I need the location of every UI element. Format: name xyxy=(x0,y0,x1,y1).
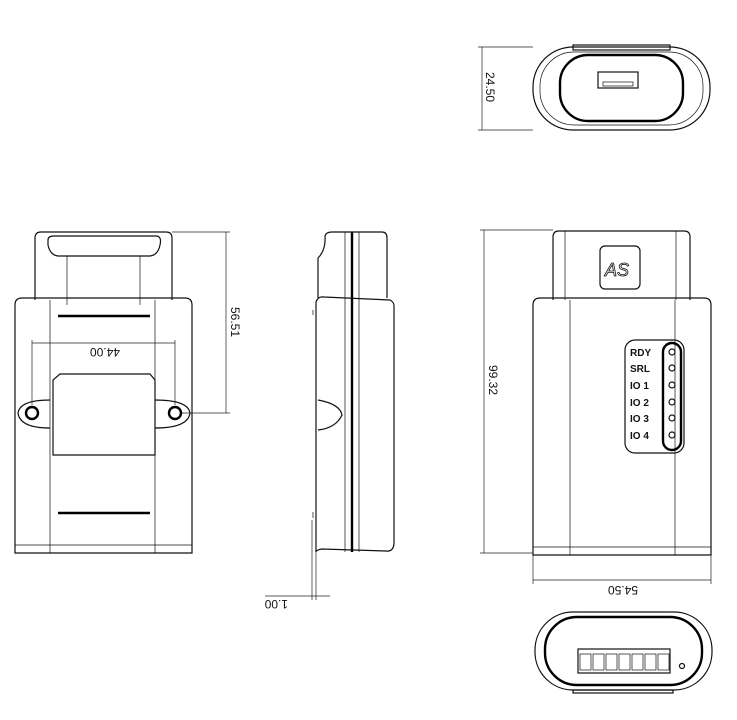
dimension-1-00: 1.00 xyxy=(264,597,288,611)
led-label-rdy: RDY xyxy=(630,348,651,359)
led-srl xyxy=(668,364,676,372)
reset-hole xyxy=(678,662,686,670)
led-io3 xyxy=(668,414,676,422)
bottom-view xyxy=(534,611,713,694)
mount-hole-left xyxy=(24,405,40,421)
led-label-io1: IO 1 xyxy=(630,381,649,392)
dimension-24-50: 24.50 xyxy=(483,72,497,102)
front-view: AS RDY SRL IO 1 IO 2 IO 3 IO 4 99.32 xyxy=(480,229,712,597)
led-io2 xyxy=(668,398,676,406)
led-rdy xyxy=(668,348,676,356)
side-view: 1.00 xyxy=(264,231,395,611)
led-label-srl: SRL xyxy=(630,364,650,375)
led-labels: RDY SRL IO 1 IO 2 IO 3 IO 4 xyxy=(630,348,651,442)
dimension-44-00: 44.00 xyxy=(90,345,120,359)
led-panel xyxy=(624,339,685,454)
logo-box xyxy=(599,245,641,290)
led-label-io4: IO 4 xyxy=(630,431,649,442)
led-io1 xyxy=(668,381,676,389)
led-io4 xyxy=(668,431,676,439)
led-label-io2: IO 2 xyxy=(630,398,649,409)
led-indicators xyxy=(668,348,676,439)
terminal-block xyxy=(577,648,671,674)
back-view: 44.00 56.51 xyxy=(14,231,242,554)
top-view: 24.50 xyxy=(478,44,711,131)
dimension-99-32: 99.32 xyxy=(486,365,500,395)
led-label-io3: IO 3 xyxy=(630,414,649,425)
usb-port xyxy=(597,71,639,89)
mount-hole-right xyxy=(167,405,183,421)
dimension-56-51: 56.51 xyxy=(228,307,242,337)
dimension-54-50: 54.50 xyxy=(608,583,638,597)
logo: AS xyxy=(604,260,629,280)
